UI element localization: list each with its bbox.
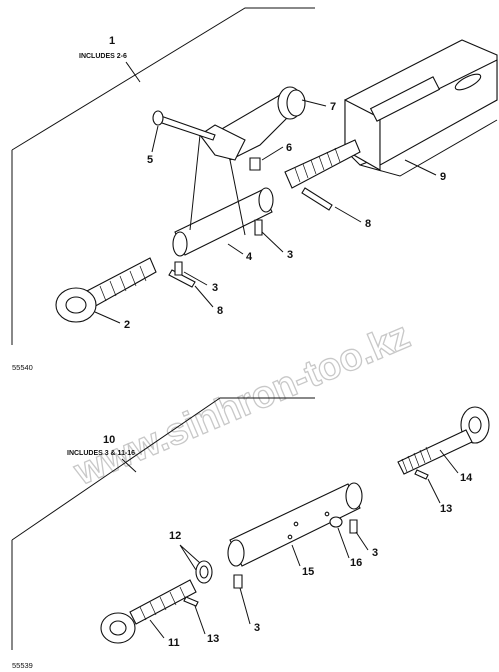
callout-3-c: 3 [372, 547, 378, 559]
part-3-fitting-a [254, 219, 263, 236]
leader-3-a [261, 231, 284, 253]
leader-12 [179, 544, 201, 571]
callout-8-a: 8 [365, 218, 371, 230]
callout-5: 5 [147, 154, 153, 166]
bottom-header-number: 10 [103, 434, 115, 446]
watermark: www.sinhron-too.kz [68, 315, 416, 495]
leader-10 [121, 458, 137, 473]
part-2-rod-end [55, 257, 157, 323]
part-4-tube [172, 187, 274, 257]
callout-15: 15 [302, 566, 314, 578]
leader-14 [439, 449, 459, 474]
callout-8-b: 8 [217, 305, 223, 317]
bottom-assembly: 10 INCLUDES 3 & 11-16 [11, 397, 490, 670]
leader-1 [125, 61, 141, 83]
part-3-fitting-b [174, 261, 183, 276]
leader-2 [94, 311, 121, 324]
part-13-pin-upper [414, 469, 429, 480]
callout-7: 7 [330, 101, 336, 113]
callout-2: 2 [124, 319, 130, 331]
leader-8-a [334, 206, 362, 223]
bottom-figure-id: 55539 [12, 661, 33, 670]
callout-13-b: 13 [440, 503, 452, 515]
leader-9 [404, 159, 437, 176]
leader-13-b [427, 478, 441, 504]
leader-6 [261, 146, 284, 161]
callout-12: 12 [169, 530, 181, 542]
part-12-nut [195, 560, 213, 584]
callout-14: 14 [460, 472, 473, 484]
callout-4: 4 [246, 251, 253, 263]
top-assembly-frame [11, 7, 315, 345]
callout-11: 11 [168, 637, 180, 649]
part-13-pin-lower [183, 596, 199, 607]
leader-5 [151, 125, 159, 153]
bottom-header-note: INCLUDES 3 & 11-16 [67, 450, 135, 457]
leader-11 [149, 619, 165, 639]
leader-16 [337, 527, 350, 559]
part-6-nut [249, 157, 261, 171]
callout-16: 16 [350, 557, 362, 569]
part-7-body [199, 86, 306, 161]
leader-15 [291, 544, 301, 567]
part-16-plug [329, 516, 343, 528]
side-plate-lines [189, 134, 246, 236]
part-11-rod-end [100, 579, 197, 644]
top-assembly: 1 INCLUDES 2-6 [11, 7, 498, 372]
part-8-pin-upper [301, 187, 333, 211]
leader-8-b [194, 285, 214, 308]
bottom-assembly-frame [11, 397, 315, 650]
callout-9: 9 [440, 171, 446, 183]
callout-3-d: 3 [254, 622, 260, 634]
leader-3-b [183, 271, 208, 286]
callout-6: 6 [286, 142, 292, 154]
part-15-tube [227, 482, 363, 567]
part-9-clevis-bracket [344, 39, 498, 177]
top-threaded-rod [284, 139, 361, 189]
leader-3-c [355, 531, 369, 551]
part-5-bolt [152, 110, 216, 141]
part-3-fitting-d [233, 574, 243, 589]
callout-3-a: 3 [287, 249, 293, 261]
part-14-rod-end [397, 406, 490, 475]
leader-7 [301, 99, 327, 107]
top-figure-id: 55540 [12, 363, 33, 372]
leader-13-a [194, 605, 206, 635]
part-3-fitting-c [349, 519, 358, 534]
callout-13-a: 13 [207, 633, 219, 645]
leader-4 [227, 243, 244, 255]
callout-3-b: 3 [212, 282, 218, 294]
top-header-note: INCLUDES 2-6 [79, 53, 127, 60]
leader-3-d [239, 587, 251, 625]
top-header-number: 1 [109, 35, 115, 47]
